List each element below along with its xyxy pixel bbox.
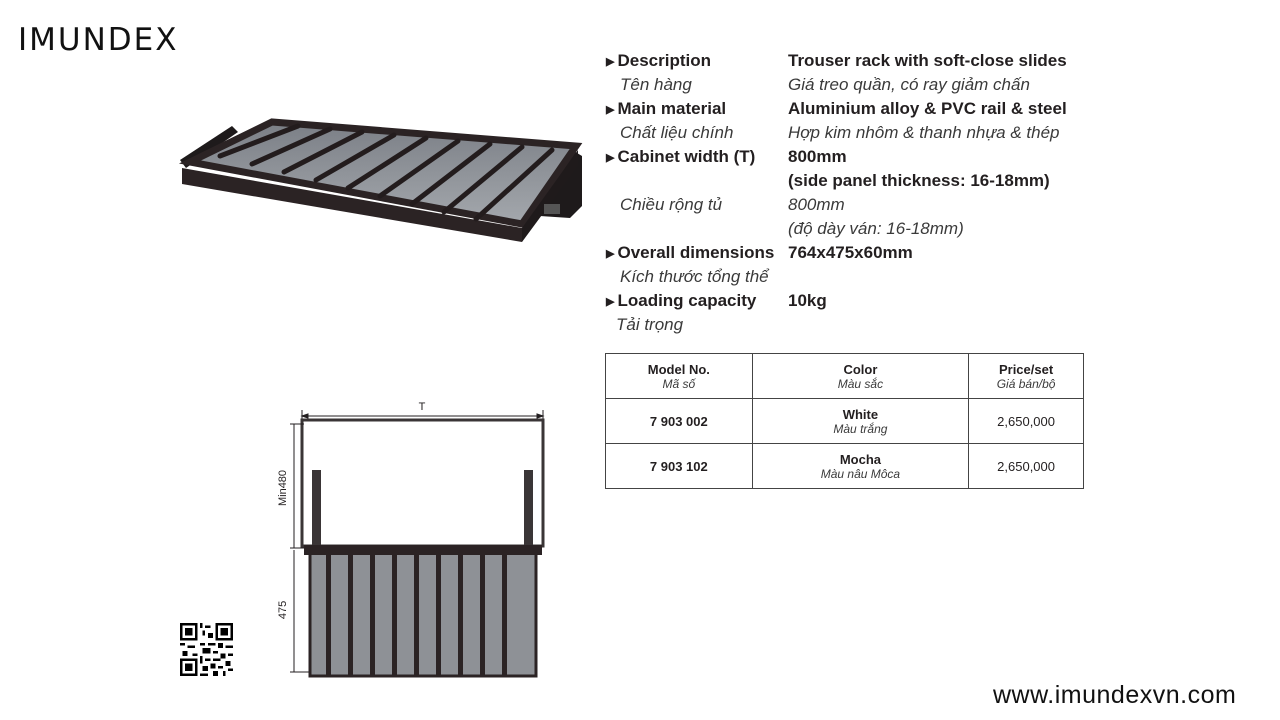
- bullet-arrow-icon: ▶: [606, 152, 615, 164]
- spec-value-vi: (độ dày ván: 16-18mm): [788, 219, 964, 238]
- spec-label: Cabinet width (T): [617, 147, 756, 166]
- cell-model: 7 903 002: [605, 398, 753, 444]
- spec-label: Description: [617, 51, 711, 70]
- bullet-arrow-icon: ▶: [606, 296, 615, 308]
- spec-label-vi: Chiều rộng tủ: [620, 195, 723, 214]
- spec-label-vi: Tên hàng: [620, 75, 692, 94]
- spec-value: 800mm: [788, 147, 847, 166]
- dim-height-label: Min480: [277, 470, 289, 506]
- header-model: Model No.Mã số: [605, 353, 753, 399]
- dim-depth-label: 475: [277, 601, 289, 619]
- dim-width-label: T: [419, 401, 426, 413]
- cell-price: 2,650,000: [968, 443, 1084, 489]
- spec-label-vi: Kích thước tổng thể: [620, 267, 769, 286]
- website-url[interactable]: www.imundexvn.com: [993, 681, 1237, 709]
- qr-code-icon: [180, 623, 233, 676]
- spec-value: Aluminium alloy & PVC rail & steel: [788, 99, 1067, 118]
- spec-value: (side panel thickness: 16-18mm): [788, 171, 1050, 190]
- spec-label: Main material: [617, 99, 727, 118]
- spec-value: 764x475x60mm: [788, 243, 913, 262]
- spec-value-vi: Giá treo quần, có ray giảm chấn: [788, 75, 1030, 94]
- spec-value-vi: Hợp kim nhôm & thanh nhựa & thép: [788, 123, 1060, 142]
- cell-model: 7 903 102: [605, 443, 753, 489]
- spec-label: Loading capacity: [617, 291, 757, 310]
- bullet-arrow-icon: ▶: [606, 248, 615, 260]
- bullet-arrow-icon: ▶: [606, 56, 615, 68]
- spec-value-vi: 800mm: [788, 195, 845, 214]
- spec-label-vi: Tải trọng: [616, 315, 684, 334]
- cell-price: 2,650,000: [968, 398, 1084, 444]
- spec-value: 10kg: [788, 291, 827, 310]
- bullet-arrow-icon: ▶: [606, 104, 615, 116]
- brand-logo: IMUNDEX: [18, 22, 179, 58]
- spec-label-vi: Chất liệu chính: [620, 123, 734, 142]
- technical-drawing: T Min480 475: [277, 401, 545, 678]
- spec-value: Trouser rack with soft-close slides: [788, 51, 1067, 70]
- product-photo: [178, 118, 583, 242]
- spec-label: Overall dimensions: [617, 243, 775, 262]
